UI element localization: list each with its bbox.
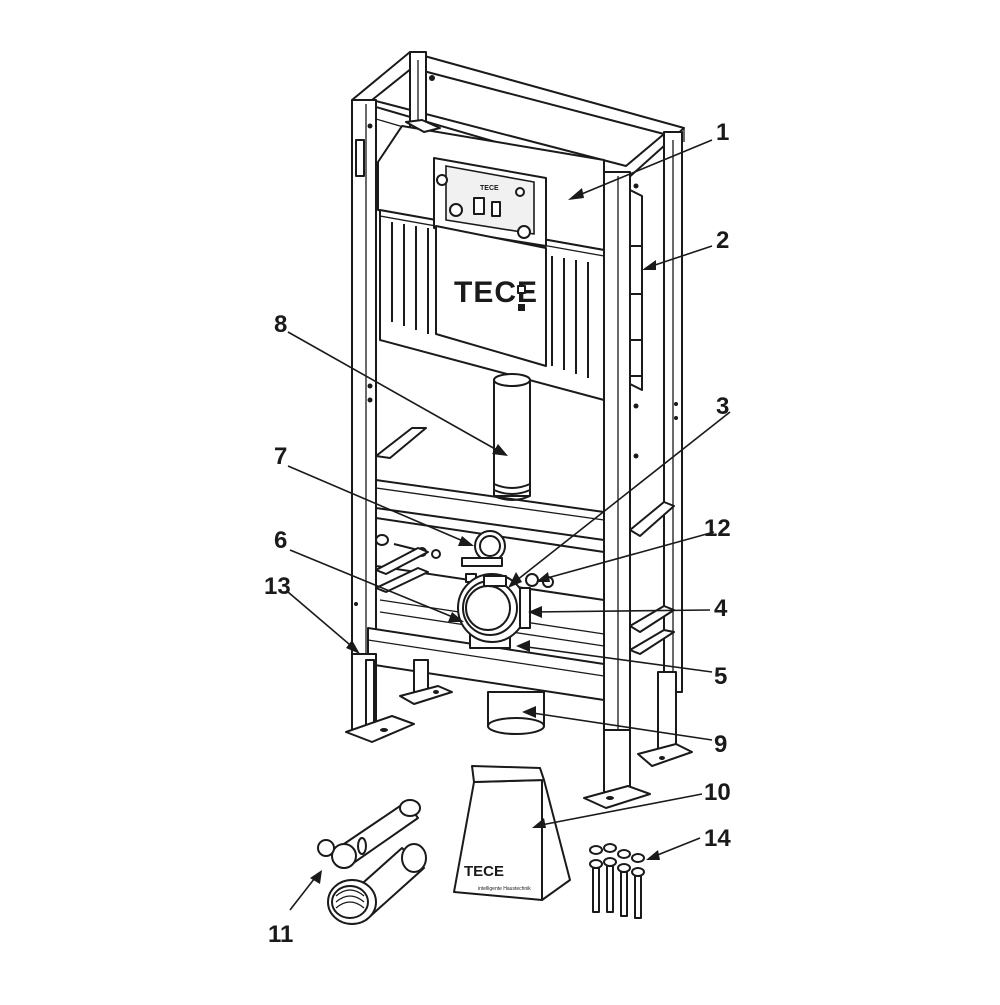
anchor-bolts	[589, 843, 645, 919]
base-plate-left	[345, 715, 415, 743]
frame-cross-rail-lower	[367, 627, 605, 701]
callout-12: 12	[704, 515, 731, 542]
callout-14: 14	[704, 825, 731, 852]
flush-pipe	[493, 373, 531, 501]
pipe-accessories	[317, 799, 427, 925]
callout-9: 9	[714, 731, 727, 758]
fixing-bolt	[525, 573, 539, 587]
callout-4: 4	[714, 595, 728, 622]
callout-8: 8	[274, 311, 287, 338]
cistern-front-panel	[435, 225, 547, 367]
drain-connection	[457, 573, 554, 649]
callout-numbers: 1 2 3 4 5 6 7 8 9 10 11 12 13 14	[264, 119, 731, 948]
frame-front-right-post	[603, 171, 631, 793]
base-plate-right	[583, 785, 651, 809]
accessory-bag: TECE intelligente Haustechnik	[453, 765, 571, 901]
base-plate-rear-left	[399, 685, 453, 705]
callout-7: 7	[274, 443, 287, 470]
callout-10: 10	[704, 779, 731, 806]
logo-square-outline	[517, 285, 526, 294]
logo-square-filled	[518, 304, 525, 311]
frame-cross-rail-upper	[375, 479, 605, 541]
flush-water-inlet	[461, 530, 506, 583]
callout-6: 6	[274, 527, 287, 554]
control-plate-label: TECE	[480, 185, 499, 192]
callout-3: 3	[716, 393, 729, 420]
frame-foot-rear-right	[657, 671, 677, 757]
callout-11: 11	[268, 921, 293, 948]
base-plate-rear-right	[637, 743, 693, 767]
callout-13: 13	[264, 573, 291, 600]
drain-clamp	[519, 587, 531, 629]
callout-2: 2	[716, 227, 729, 254]
bag-logo: TECE	[464, 863, 504, 880]
callout-5: 5	[714, 663, 727, 690]
callout-1: 1	[716, 119, 729, 146]
leader-lines	[287, 139, 731, 911]
bag-tagline: intelligente Haustechnik	[478, 886, 531, 892]
concealed-cistern: TECE TECE	[377, 119, 643, 401]
frame-front-left-post	[351, 99, 377, 731]
